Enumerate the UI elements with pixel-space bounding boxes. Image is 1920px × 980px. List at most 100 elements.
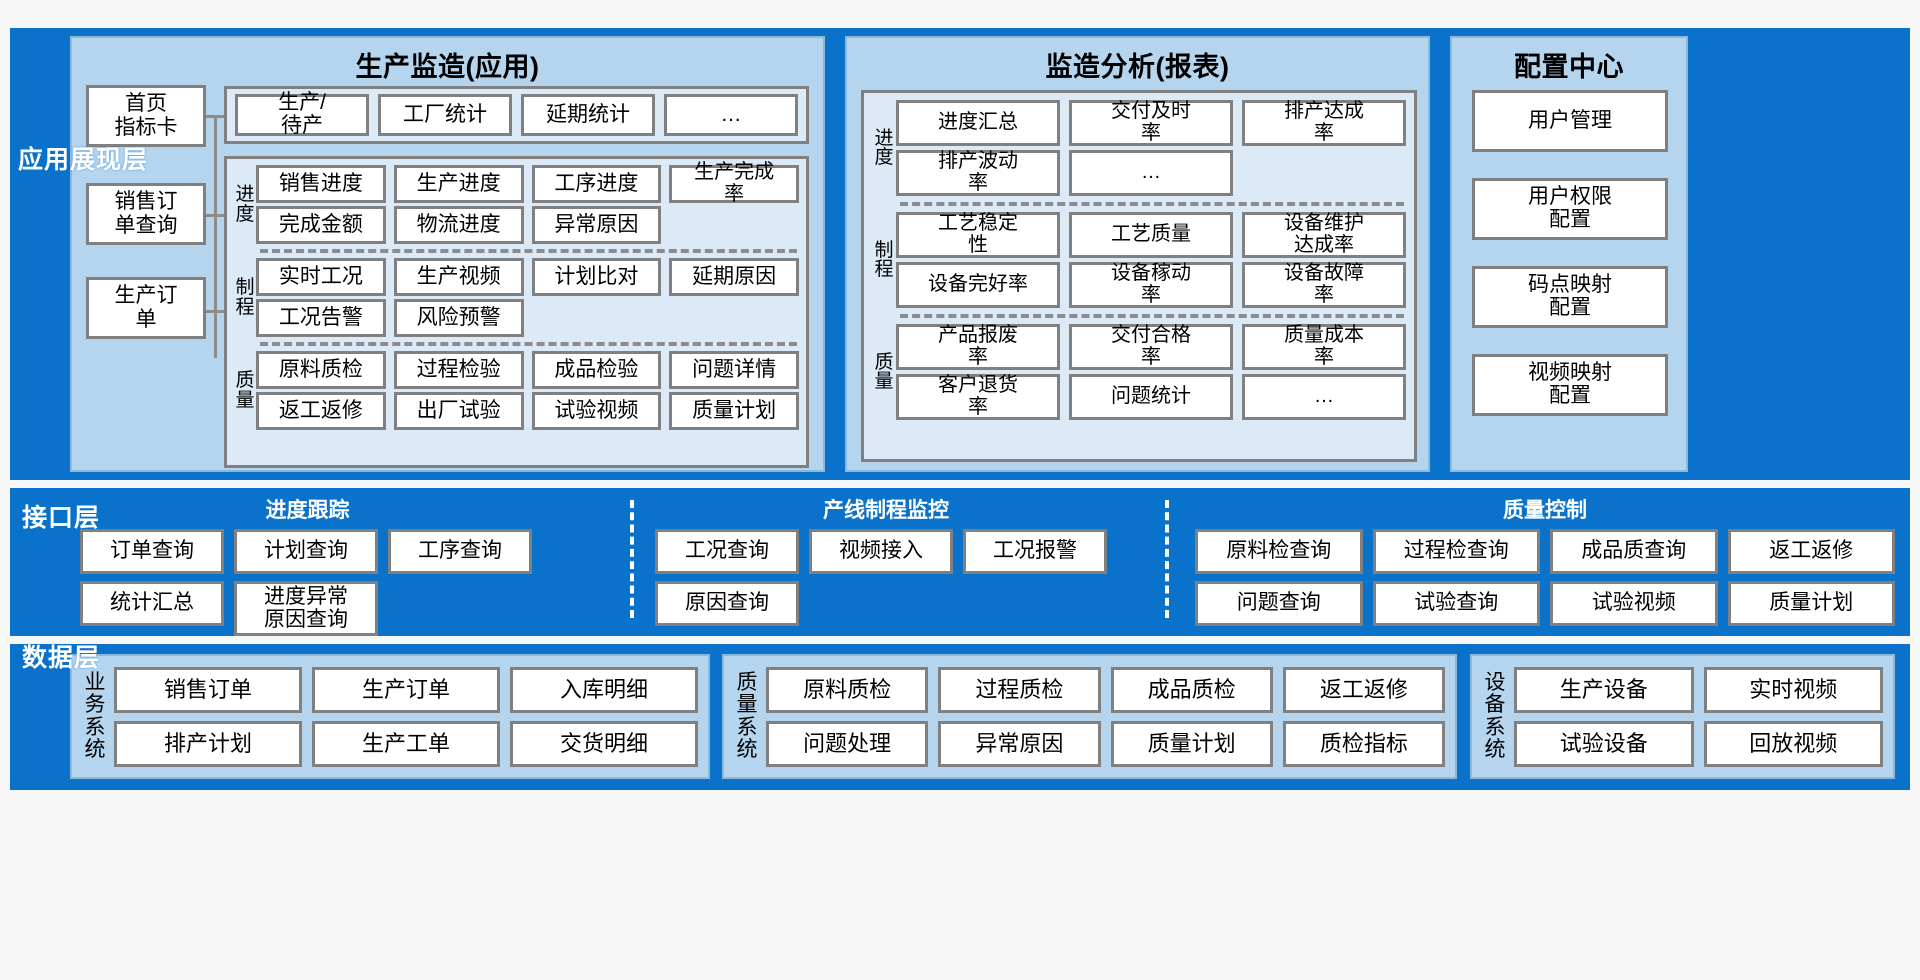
iface-plan-query[interactable]: 计划查询 — [234, 529, 378, 574]
chip-condition-alarm[interactable]: 工况告警 — [256, 299, 386, 337]
chip-rework-repair[interactable]: 返工返修 — [256, 392, 386, 430]
iface-test-video[interactable]: 试验视频 — [1550, 581, 1718, 626]
chip-raw-material-inspection[interactable]: 原料质检 — [256, 351, 386, 389]
data-delivery-detail[interactable]: 交货明细 — [510, 720, 698, 767]
data-realtime-video[interactable]: 实时视频 — [1703, 666, 1883, 713]
data-production-equipment[interactable]: 生产设备 — [1514, 666, 1694, 713]
data-production-schedule[interactable]: 排产计划 — [114, 720, 302, 767]
iface-condition-query[interactable]: 工况查询 — [655, 529, 799, 574]
data-work-order[interactable]: 生产工单 — [312, 720, 500, 767]
chip-process-progress[interactable]: 工序进度 — [531, 165, 662, 203]
chip-production-pending[interactable]: 生产/ 待产 — [235, 91, 369, 137]
chip-sales-progress[interactable]: 销售进度 — [256, 165, 386, 203]
panel-production-app: 生产监造(应用) 首页 指标卡 销售订 单查询 生产订 单 生产/ 待产 工厂统… — [70, 36, 825, 472]
data-raw-material-inspection[interactable]: 原料质检 — [766, 666, 929, 713]
interface-group-line-monitoring: 产线制程监控 工况查询 视频接入 工况报警 原因查询 — [655, 494, 1117, 633]
config-user-permission[interactable]: 用户权限 配置 — [1472, 178, 1668, 240]
chip-factory-stats[interactable]: 工厂统计 — [378, 94, 512, 136]
chip-process-quality[interactable]: 工艺质量 — [1069, 212, 1233, 258]
iface-video-access[interactable]: 视频接入 — [809, 529, 953, 574]
chip-quality-plan[interactable]: 质量计划 — [669, 392, 799, 430]
chip-progress-summary[interactable]: 进度汇总 — [896, 100, 1060, 146]
chip-abnormal-reason[interactable]: 异常原因 — [531, 206, 662, 244]
iface-progress-abnormal-reason-query[interactable]: 进度异常 原因查询 — [234, 581, 378, 636]
chip-equipment-failure-rate[interactable]: 设备故障 率 — [1242, 262, 1406, 308]
interface-quality-row-2: 问题查询 试验查询 试验视频 质量计划 — [1195, 581, 1895, 626]
config-video-mapping[interactable]: 视频映射 配置 — [1472, 354, 1668, 416]
chip-schedule-achievement-rate[interactable]: 排产达成 率 — [1242, 100, 1406, 146]
iface-order-query[interactable]: 订单查询 — [80, 529, 224, 574]
chip-process-stability[interactable]: 工艺稳定 性 — [896, 212, 1060, 258]
config-code-point-mapping[interactable]: 码点映射 配置 — [1472, 266, 1668, 328]
iface-raw-inspection-query[interactable]: 原料检查询 — [1195, 529, 1363, 574]
nav-production-order[interactable]: 生产订 单 — [86, 277, 206, 339]
data-inspection-indicator[interactable]: 质检指标 — [1282, 720, 1445, 767]
iface-reason-query[interactable]: 原因查询 — [655, 581, 799, 626]
app-quality-row-2: 返工返修 出厂试验 试验视频 质量计划 — [256, 392, 799, 430]
chip-issue-statistics[interactable]: 问题统计 — [1069, 374, 1233, 420]
chip-more[interactable]: … — [1242, 374, 1406, 420]
chip-delivery-pass-rate[interactable]: 交付合格 率 — [1069, 324, 1233, 370]
chip-equipment-integrity-rate[interactable]: 设备完好率 — [896, 262, 1060, 308]
report-group-process-label: 制 程 — [874, 239, 894, 280]
data-playback-video[interactable]: 回放视频 — [1703, 720, 1883, 767]
iface-finished-quality-query[interactable]: 成品质查询 — [1550, 529, 1718, 574]
iface-statistics-summary[interactable]: 统计汇总 — [80, 581, 224, 626]
interface-group-quality-control-title: 质量控制 — [1503, 499, 1587, 522]
data-finished-inspection[interactable]: 成品质检 — [1110, 666, 1273, 713]
iface-condition-alarm[interactable]: 工况报警 — [963, 529, 1107, 574]
data-inbound-detail[interactable]: 入库明细 — [510, 666, 698, 713]
chip-issue-details[interactable]: 问题详情 — [669, 351, 799, 389]
app-top-strip: 生产/ 待产 工厂统计 延期统计 … — [224, 86, 809, 144]
iface-rework-repair[interactable]: 返工返修 — [1727, 529, 1895, 574]
chip-customer-return-rate[interactable]: 客户退货 率 — [896, 374, 1060, 420]
chip-equipment-utilization-rate[interactable]: 设备稼动 率 — [1069, 262, 1233, 308]
iface-process-query[interactable]: 工序查询 — [388, 529, 532, 574]
iface-quality-plan[interactable]: 质量计划 — [1727, 581, 1895, 626]
chip-plan-comparison[interactable]: 计划比对 — [531, 258, 662, 296]
chip-production-completion-rate[interactable]: 生产完成 率 — [669, 162, 799, 205]
iface-issue-query[interactable]: 问题查询 — [1195, 581, 1363, 626]
chip-ontime-delivery-rate[interactable]: 交付及时 率 — [1069, 100, 1233, 146]
chip-finished-goods-inspection[interactable]: 成品检验 — [531, 351, 662, 389]
interface-quality-row-1: 原料检查询 过程检查询 成品质查询 返工返修 — [1195, 529, 1895, 574]
data-sales-order[interactable]: 销售订单 — [114, 666, 302, 713]
chip-test-video[interactable]: 试验视频 — [531, 392, 662, 430]
interface-group-progress-tracking-title: 进度跟踪 — [265, 499, 350, 522]
chip-production-video[interactable]: 生产视频 — [393, 258, 524, 296]
chip-quality-cost-rate[interactable]: 质量成本 率 — [1242, 324, 1406, 370]
data-abnormal-reason[interactable]: 异常原因 — [938, 720, 1101, 767]
chip-logistics-progress[interactable]: 物流进度 — [393, 206, 524, 244]
report-process-row-2: 设备完好率 设备稼动 率 设备故障 率 — [896, 262, 1406, 308]
config-user-management[interactable]: 用户管理 — [1472, 90, 1668, 152]
chip-equipment-maintenance-rate[interactable]: 设备维护 达成率 — [1242, 212, 1406, 258]
nav-sales-order-query[interactable]: 销售订 单查询 — [86, 183, 206, 245]
data-issue-handling[interactable]: 问题处理 — [766, 720, 929, 767]
data-process-inspection[interactable]: 过程质检 — [938, 666, 1101, 713]
app-group-progress: 进 度 销售进度 生产进度 工序进度 生产完成 率 完成金额 物流进度 异常原因 — [234, 162, 799, 244]
chip-delay-reason[interactable]: 延期原因 — [669, 258, 799, 296]
data-rework-repair[interactable]: 返工返修 — [1282, 666, 1445, 713]
interface-progress-row-1: 订单查询 计划查询 工序查询 — [80, 529, 535, 574]
chip-product-scrap-rate[interactable]: 产品报废 率 — [896, 324, 1060, 370]
data-production-order[interactable]: 生产订单 — [312, 666, 500, 713]
app-group-quality: 质 量 原料质检 过程检验 成品检验 问题详情 返工返修 出厂试验 试验视频 — [234, 351, 799, 430]
chip-delay-stats[interactable]: 延期统计 — [521, 94, 655, 136]
chip-completed-amount[interactable]: 完成金额 — [256, 206, 386, 244]
data-group-business-system-label: 业 务 系 统 — [84, 671, 106, 761]
chip-factory-test[interactable]: 出厂试验 — [393, 392, 524, 430]
chip-schedule-fluctuation-rate[interactable]: 排产波动 率 — [896, 150, 1060, 196]
data-quality-plan[interactable]: 质量计划 — [1110, 720, 1273, 767]
chip-more[interactable]: … — [1069, 150, 1233, 196]
chip-more[interactable]: … — [664, 94, 798, 136]
chip-production-progress[interactable]: 生产进度 — [393, 165, 524, 203]
chip-process-inspection[interactable]: 过程检验 — [393, 351, 524, 389]
nav-home-kpi-card[interactable]: 首页 指标卡 — [86, 85, 206, 147]
app-progress-row-2: 完成金额 物流进度 异常原因 — [256, 206, 799, 244]
data-test-equipment[interactable]: 试验设备 — [1514, 720, 1694, 767]
iface-test-query[interactable]: 试验查询 — [1372, 581, 1540, 626]
iface-process-inspection-query[interactable]: 过程检查询 — [1372, 529, 1540, 574]
report-progress-row-1: 进度汇总 交付及时 率 排产达成 率 — [896, 100, 1406, 146]
chip-realtime-condition[interactable]: 实时工况 — [256, 258, 386, 296]
chip-risk-warning[interactable]: 风险预警 — [393, 299, 524, 337]
